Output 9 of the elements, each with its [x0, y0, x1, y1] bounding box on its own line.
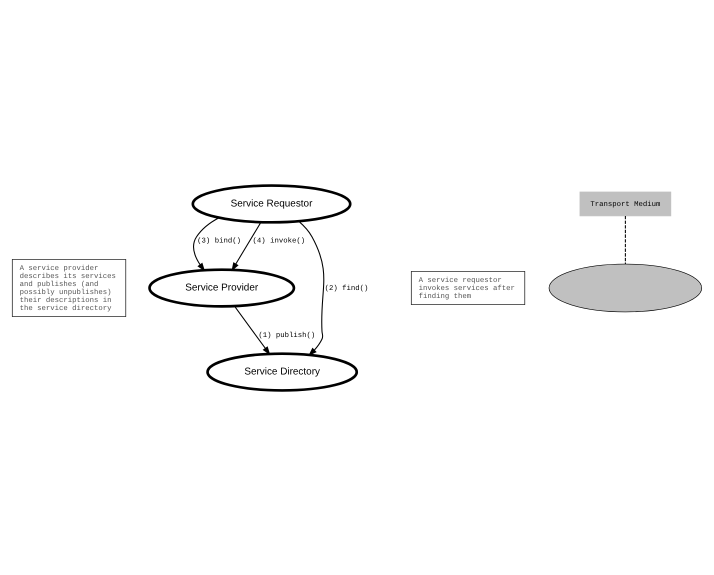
node-cloud	[548, 263, 702, 312]
node-ellipse: Service Provider	[148, 268, 296, 308]
node-ellipse: Service Directory	[206, 352, 358, 392]
arrow	[234, 305, 270, 355]
connector	[624, 215, 626, 264]
arrow	[231, 221, 262, 271]
arrow	[298, 220, 324, 356]
arrow	[193, 216, 220, 271]
node-ellipse: Service Requestor	[191, 184, 352, 224]
